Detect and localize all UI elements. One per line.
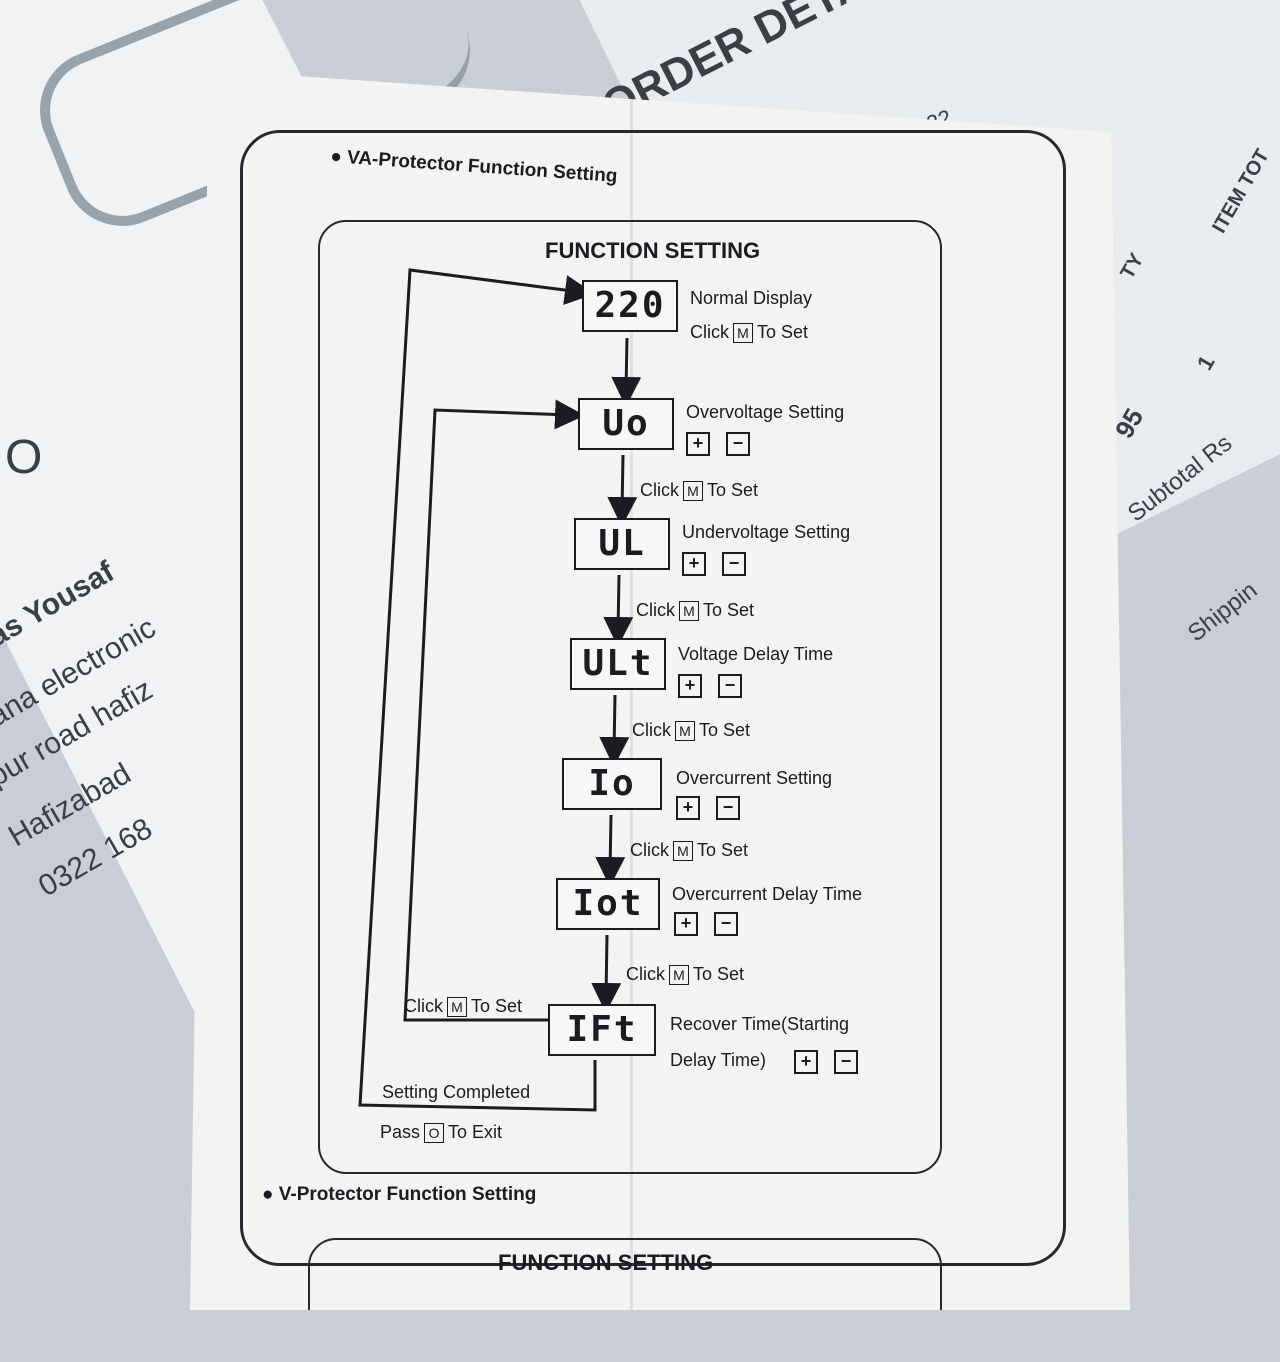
plus-minus-overvoltage: +− (686, 432, 750, 456)
shipping-text: Shippin (1182, 576, 1263, 648)
lcd-undervoltage: UL (574, 518, 670, 570)
big-letter-o: O (5, 431, 43, 484)
label-normal-display: Normal Display (690, 288, 813, 308)
label-overvoltage: Overvoltage Setting (686, 402, 845, 422)
outer-frame (240, 130, 1066, 1266)
inner-frame (318, 220, 942, 1174)
label-voltage-delay: Voltage Delay Time (678, 644, 834, 664)
function-setting-title-2: FUNCTION SETTING (498, 1250, 714, 1275)
minus-icon: − (718, 674, 742, 698)
minus-icon: − (726, 432, 750, 456)
function-setting-title: FUNCTION SETTING (545, 238, 761, 263)
plus-minus-overcurrent-delay: +− (674, 912, 738, 936)
plus-icon: + (682, 552, 706, 576)
plus-minus-undervoltage: +− (682, 552, 746, 576)
label-recover-time-2: Delay Time) (670, 1050, 767, 1070)
lcd-voltage-delay: ULt (570, 638, 666, 690)
m-key-icon: M (675, 721, 695, 742)
plus-minus-voltage-delay: +− (678, 674, 742, 698)
plus-icon: + (686, 432, 710, 456)
m-key-icon: M (447, 997, 467, 1018)
m-key-icon: M (673, 841, 693, 862)
minus-icon: − (722, 552, 746, 576)
lcd-overcurrent-delay: Iot (556, 878, 660, 930)
inner-frame-2 (308, 1238, 942, 1310)
lcd-normal-display: 220 (582, 280, 678, 332)
label-overcurrent: Overcurrent Setting (676, 768, 833, 788)
m-key-icon: M (683, 481, 703, 502)
setting-completed-label: Setting Completed (382, 1082, 531, 1102)
plus-icon: + (676, 796, 700, 820)
paper-fold (630, 70, 633, 1310)
minus-icon: − (716, 796, 740, 820)
label-overcurrent-delay: Overcurrent Delay Time (672, 884, 863, 904)
minus-icon: − (714, 912, 738, 936)
m-key-icon: M (733, 323, 753, 344)
lcd-recover-time: IFt (548, 1004, 656, 1056)
label-undervoltage: Undervoltage Setting (682, 522, 851, 542)
lcd-overcurrent: Io (562, 758, 662, 810)
plus-icon: + (674, 912, 698, 936)
o-key-icon: O (424, 1123, 445, 1144)
plus-minus-overcurrent: +− (676, 796, 740, 820)
flow-lines (358, 268, 642, 1112)
m-key-icon: M (669, 965, 689, 986)
plus-icon: + (678, 674, 702, 698)
section2-heading: ● V-Protector Function Setting (262, 1184, 537, 1205)
m-key-icon: M (679, 601, 699, 622)
plus-minus-recover-time: +− (794, 1050, 858, 1074)
lcd-overvoltage: Uo (578, 398, 674, 450)
plus-icon: + (794, 1050, 818, 1074)
label-recover-time: Recover Time(Starting (670, 1014, 850, 1034)
minus-icon: − (834, 1050, 858, 1074)
manual-sheet: ● VA-Protector Function Setting FUNCTION… (190, 70, 1130, 1310)
